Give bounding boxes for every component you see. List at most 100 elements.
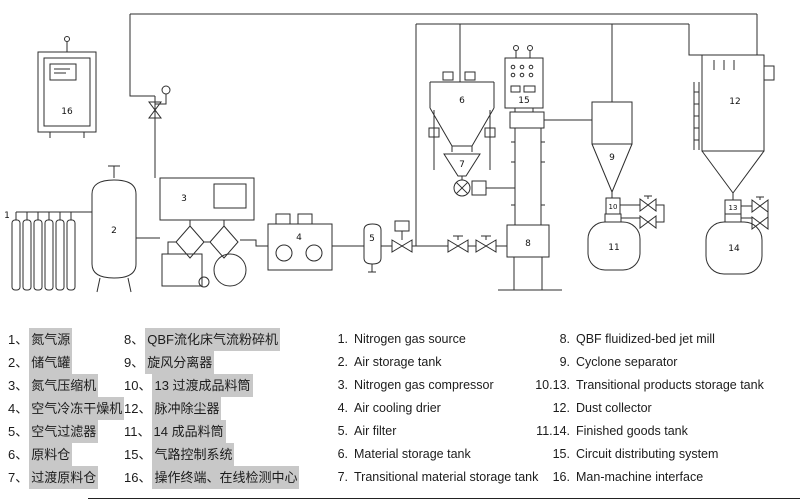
legend-item: 12.Dust collector (526, 397, 764, 420)
legend-text: Cyclone separator (576, 355, 678, 369)
legend-cn-col1: 1、氮气源 2、储气罐 3、氮气压缩机 4、空气冷冻干燥机 5、空气过滤器 6、… (8, 328, 125, 489)
legend-text: 14 成品料筒 (151, 420, 226, 443)
air-cooling-drier: 4 (267, 213, 333, 271)
legend-item: 8、QBF流化床气流粉碎机 (124, 328, 299, 351)
legend-item: 1. Nitrogen gas source (330, 328, 538, 351)
legend-num: 8. (559, 332, 570, 346)
equipment-label-11: 11 (608, 243, 619, 253)
legend-item: 4、空气冷冻干燥机 (8, 397, 125, 420)
legend-text: 氮气源 (29, 328, 73, 351)
transition-pot-13: 13 (724, 199, 742, 223)
legend-item: 15. Circuit distributing system (526, 443, 764, 466)
equipment-label-8: 8 (525, 239, 531, 249)
bottom-rule (88, 498, 800, 499)
dust-collector: 12 (693, 54, 775, 194)
legend-num: 10.13. (535, 378, 570, 392)
legend-num: 7. (337, 470, 348, 484)
equipment-label-15: 15 (518, 96, 529, 106)
legend-item: 3. Nitrogen gas compressor (330, 374, 538, 397)
legend-num: 5. (337, 424, 348, 438)
legend-num: 4、 (8, 401, 29, 416)
legend-text: Man-machine interface (576, 470, 704, 484)
legend-text: Nitrogen gas source (354, 332, 466, 346)
legend-text: 气路控制系统 (152, 443, 235, 466)
legend-text: Circuit distributing system (576, 447, 719, 461)
legend-text: Material storage tank (354, 447, 471, 461)
legend-num: 12. (552, 401, 570, 415)
legend-num: 1、 (8, 332, 29, 347)
legend-text: Nitrogen gas compressor (354, 378, 494, 392)
legend-num: 3. (337, 378, 348, 392)
legend-item: 5. Air filter (330, 420, 538, 443)
legend-item: 11、14 成品料筒 (124, 420, 299, 443)
legend-text: Air cooling drier (354, 401, 441, 415)
equipment-label-14: 14 (728, 244, 740, 254)
legend-num: 9. (559, 355, 570, 369)
legend-num: 12、 (124, 401, 152, 416)
legend-text: 脉冲除尘器 (152, 397, 222, 420)
finished-goods-tank-14: 14 (705, 221, 763, 275)
legend-item: 1、氮气源 (8, 328, 124, 351)
legend-num: 8、 (124, 332, 145, 347)
legend-item: 15、气路控制系统 (124, 443, 299, 466)
legend-item: 16. Man-machine interface (526, 466, 764, 489)
legend-item: 2. Air storage tank (330, 351, 538, 374)
legend-text: 氮气压缩机 (29, 374, 99, 397)
legend-num: 3、 (8, 378, 29, 393)
legend-num: 10、 (124, 378, 152, 393)
legend-text: 13 过渡成品料筒 (152, 374, 253, 397)
legend-num: 11.14. (536, 424, 570, 438)
legend-item: 7、过渡原料仓 (8, 466, 124, 489)
legend-num: 15. (552, 447, 570, 461)
legend-text: QBF流化床气流粉碎机 (145, 328, 280, 351)
transition-pot-10: 10 (604, 197, 622, 223)
legend-num: 15、 (124, 447, 152, 462)
transition-hopper: 7 (443, 153, 487, 197)
legend-en-col2: 8.QBF fluidized-bed jet mill 9. Cyclone s… (526, 328, 764, 489)
legend-num: 6、 (8, 447, 29, 462)
legend-num: 9、 (124, 355, 145, 370)
legend-text: 操作终端、在线检测中心 (152, 466, 300, 489)
legend-num: 2、 (8, 355, 29, 370)
legend-cn-col2: 8、QBF流化床气流粉碎机 9、旋风分离器 10、13 过渡成品料筒 12、脉冲… (124, 328, 300, 489)
legend-num: 2. (337, 355, 348, 369)
legend-num: 5、 (8, 424, 29, 439)
legend-text: Air storage tank (354, 355, 442, 369)
legend-text: Transitional material storage tank (354, 470, 539, 484)
legend-item: 9. Cyclone separator (526, 351, 764, 374)
nitrogen-cylinders: 1 (4, 211, 76, 291)
equipment-label-6: 6 (459, 96, 465, 106)
legend-item: 11.14. Finished goods tank (526, 420, 764, 443)
legend-item: 6. Material storage tank (330, 443, 538, 466)
legend-text: 原料仓 (29, 443, 73, 466)
equipment-label-1: 1 (4, 211, 10, 221)
process-flow-diagram: 16 1 2 (4, 13, 775, 293)
legend-item: 4.Air cooling drier (330, 397, 538, 420)
legend-num: 16. (552, 470, 570, 484)
equipment-label-5: 5 (369, 234, 375, 244)
legend-text: Finished goods tank (576, 424, 688, 438)
legend-num: 6. (337, 447, 348, 461)
legend-text: 过渡原料仓 (29, 466, 99, 489)
legend-text: 空气过滤器 (29, 420, 99, 443)
equipment-label-3: 3 (181, 194, 187, 204)
air-filter: 5 (363, 223, 382, 273)
equipment-label-2: 2 (111, 226, 117, 236)
legend-item: 6、原料仓 (8, 443, 124, 466)
legend-en-col1: 1. Nitrogen gas source 2. Air storage tank… (330, 328, 539, 489)
legend-item: 8.QBF fluidized-bed jet mill (526, 328, 764, 351)
equipment-label-10: 10 (609, 203, 618, 211)
legend-num: 1. (337, 332, 348, 346)
legend-item: 10、13 过渡成品料筒 (124, 374, 299, 397)
legend-item: 12、脉冲除尘器 (124, 397, 299, 420)
control-cabinet: 15 (504, 45, 544, 109)
legend-text: Air filter (354, 424, 397, 438)
legend-item: 7. Transitional material storage tank (330, 466, 539, 489)
legend-item: 2、储气罐 (8, 351, 124, 374)
finished-goods-tank-11: 11 (587, 221, 641, 271)
legend: 1、氮气源 2、储气罐 3、氮气压缩机 4、空气冷冻干燥机 5、空气过滤器 6、… (0, 328, 800, 492)
legend-item: 10.13. Transitional products storage tank (526, 374, 764, 397)
legend-text: Transitional products storage tank (576, 378, 764, 392)
legend-item: 16、操作终端、在线检测中心 (124, 466, 300, 489)
equipment-label-9: 9 (609, 153, 615, 163)
